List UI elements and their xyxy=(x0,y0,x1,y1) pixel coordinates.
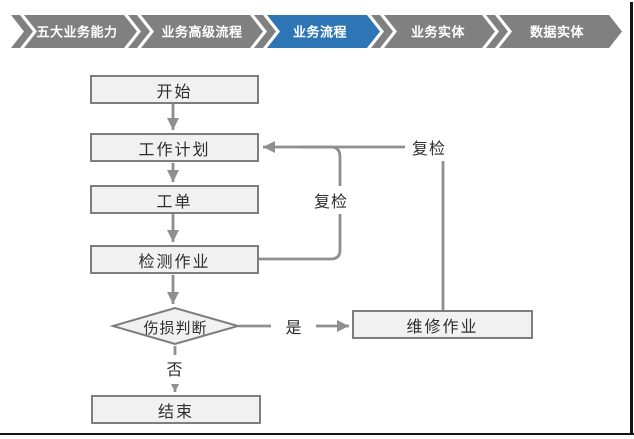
page-frame-right xyxy=(630,2,633,435)
banner-tab-business-entity[interactable] xyxy=(384,15,495,48)
node-inspection-job-label: 检测作业 xyxy=(138,253,211,271)
banner-tab-label: 业务实体 xyxy=(411,25,466,40)
node-work-plan: 工作计划 xyxy=(90,133,259,162)
node-end: 结束 xyxy=(91,395,261,424)
node-end-label: 结束 xyxy=(157,403,194,421)
edge-label-recheck-repair: 复检 xyxy=(404,133,454,161)
connector-recheck-repair-loop xyxy=(263,141,445,310)
edge-label-recheck-inspect: 复检 xyxy=(306,186,356,214)
banner-tab-label: 数据实体 xyxy=(530,25,585,40)
process-step-banner: 五大业务能力 业务高级流程 业务流程 业务实体 数据实体 xyxy=(11,15,622,48)
page-frame-bottom xyxy=(0,432,634,435)
node-start: 开始 xyxy=(90,75,259,104)
chevron-separator-icon xyxy=(486,15,508,48)
banner-tab-label: 五大业务能力 xyxy=(36,25,117,40)
node-damage-decision-label: 伤损判断 xyxy=(143,320,208,337)
chevron-separator-icon xyxy=(371,15,393,48)
node-repair-job-label: 维修作业 xyxy=(406,318,479,336)
node-work-order-label: 工单 xyxy=(156,193,193,211)
node-repair-job: 维修作业 xyxy=(352,310,533,339)
banner-tab-label: 业务高级流程 xyxy=(161,25,242,40)
node-damage-decision-diamond xyxy=(109,306,242,346)
node-work-order: 工单 xyxy=(90,185,259,214)
banner-tab-business-process-active[interactable] xyxy=(267,15,380,48)
banner-tab-advanced-process[interactable] xyxy=(141,15,263,48)
chevron-separator-icon xyxy=(254,15,276,48)
node-inspection-job: 检测作业 xyxy=(90,245,259,274)
banner-tab-data-entity[interactable] xyxy=(499,15,622,48)
chevron-separator-icon xyxy=(128,15,150,48)
edge-label-yes: 是 xyxy=(285,320,303,337)
banner-tab-label: 业务流程 xyxy=(293,25,347,40)
chevron-separator-icon xyxy=(11,15,33,48)
node-start-label: 开始 xyxy=(156,83,193,101)
banner-tab-five-capabilities[interactable] xyxy=(24,15,137,48)
node-work-plan-label: 工作计划 xyxy=(138,141,211,159)
edge-label-no: 否 xyxy=(166,362,184,379)
